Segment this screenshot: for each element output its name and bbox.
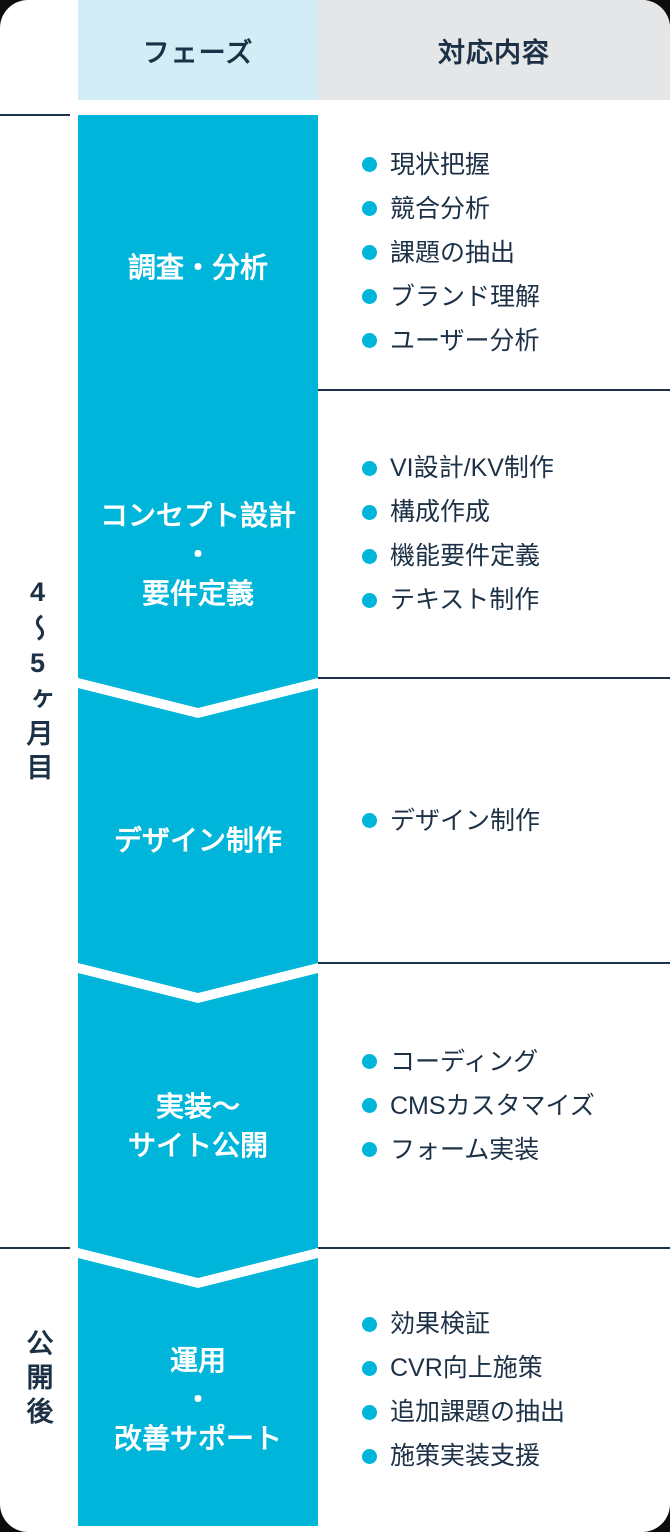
content-cell-concept: VI設計/KV制作構成作成機能要件定義テキスト制作 [318, 390, 670, 678]
list-item: デザイン制作 [362, 806, 540, 836]
column-header-content-label: 対応内容 [438, 37, 550, 68]
phase-label-line: 改善サポート [113, 1422, 282, 1454]
column-header-phase: フェーズ [78, 0, 318, 100]
timeline-tick-launch [0, 1247, 70, 1249]
list-item: ユーザー分析 [362, 326, 540, 356]
list-item-label: フォーム実装 [390, 1135, 540, 1164]
bullet-icon [362, 1054, 377, 1069]
list-item: VI設計/KV制作 [362, 453, 554, 483]
content-cell-operation: 効果検証 CVR向上施策追加課題の抽出施策実装支援 [318, 1248, 670, 1532]
list-item-label: 現状把握 [390, 150, 491, 179]
list-item-label: デザイン制作 [390, 806, 541, 835]
list-item-label: 施策実装支援 [390, 1442, 541, 1470]
row-divider [318, 389, 670, 391]
phase-label-line: 運用 [169, 1344, 226, 1376]
timeline-tick-top [0, 114, 70, 116]
bullet-icon [362, 504, 377, 520]
phase-block-research: 調査・分析 [78, 115, 318, 438]
list-item: 効果検証 [362, 1309, 490, 1339]
bullet-icon [362, 201, 377, 216]
phase-block-design: デザイン制作 [78, 688, 318, 993]
timeline-period-months-label: 4〜5ヶ月目 [22, 576, 53, 787]
list-item: 構成作成 [362, 497, 490, 527]
phase-label-line: ・ [183, 538, 212, 570]
timeline-period-after-launch-label: 公開後 [22, 1329, 53, 1431]
content-cell-implementation: コーディング CMSカスタマイズフォーム実装 [318, 963, 670, 1248]
list-item: コーディング [362, 1047, 538, 1077]
list-item: テキスト制作 [362, 585, 539, 615]
bullet-icon [362, 245, 377, 260]
column-header-content: 対応内容 [318, 0, 670, 100]
bullet-icon [362, 813, 377, 828]
list-item-label: 追加課題の抽出 [390, 1398, 566, 1426]
phase-block-implementation: 実装〜サイト公開 [78, 973, 318, 1278]
row-divider [318, 962, 670, 964]
phase-label-line: コンセプト設計 [99, 499, 296, 531]
list-item-label: 構成作成 [390, 498, 491, 526]
list-item-label: CMSカスタマイズ [390, 1091, 595, 1120]
bullet-icon [362, 592, 377, 608]
bullet-icon [362, 333, 377, 348]
list-item: 機能要件定義 [362, 541, 540, 571]
list-item: CVR向上施策 [362, 1353, 543, 1383]
list-item-label: コーディング [390, 1047, 539, 1076]
list-item-label: CVR向上施策 [390, 1354, 543, 1382]
content-cell-research: 現状把握競合分析課題の抽出ブランド理解ユーザー分析 [318, 115, 670, 390]
list-item: 競合分析 [362, 194, 490, 224]
list-item-label: 競合分析 [390, 194, 491, 223]
column-header-phase-label: フェーズ [142, 37, 254, 68]
list-item: 課題の抽出 [362, 238, 515, 268]
row-divider [318, 1247, 670, 1249]
list-item: 現状把握 [362, 150, 490, 180]
list-item: ブランド理解 [362, 282, 540, 312]
list-item: 追加課題の抽出 [362, 1397, 565, 1427]
bullet-icon [362, 1142, 377, 1157]
bullet-icon [362, 1404, 377, 1420]
list-item-label: 効果検証 [390, 1310, 491, 1338]
bullet-icon [362, 1316, 377, 1332]
bullet-icon [362, 289, 377, 304]
list-item-label: ユーザー分析 [390, 326, 540, 355]
content-cell-design: デザイン制作 [318, 678, 670, 963]
bullet-icon [362, 1448, 377, 1464]
list-item: CMSカスタマイズ [362, 1091, 595, 1121]
list-item-label: 機能要件定義 [390, 542, 541, 570]
list-item-label: ブランド理解 [390, 282, 541, 311]
phase-label-line: ・ [183, 1383, 212, 1415]
list-item-label: テキスト制作 [390, 586, 540, 614]
bullet-icon [362, 1098, 377, 1113]
phase-label-line: 実装〜 [155, 1090, 240, 1122]
bullet-icon [362, 1360, 377, 1376]
phase-label-line: 調査・分析 [127, 252, 268, 283]
phase-label-line: 要件定義 [141, 577, 254, 609]
phase-block-operation: 運用・改善サポート [78, 1258, 318, 1526]
list-item: フォーム実装 [362, 1135, 539, 1165]
bullet-icon [362, 460, 377, 476]
list-item-label: VI設計/KV制作 [390, 454, 554, 482]
bullet-icon [362, 157, 377, 172]
phase-block-concept: コンセプト設計・要件定義 [78, 400, 318, 708]
row-divider [318, 677, 670, 679]
list-item-label: 課題の抽出 [390, 238, 516, 267]
phase-label-line: サイト公開 [127, 1129, 268, 1161]
bullet-icon [362, 548, 377, 564]
phase-label-line: デザイン制作 [113, 825, 282, 856]
list-item: 施策実装支援 [362, 1441, 540, 1471]
